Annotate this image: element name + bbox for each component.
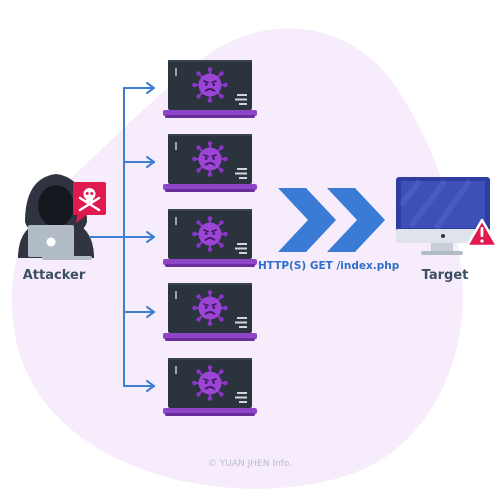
infected-laptop-5	[163, 358, 257, 416]
arrowhead-5	[146, 380, 155, 392]
attack-distribution-arrows	[89, 82, 155, 392]
infected-laptop-4	[163, 283, 257, 341]
arrowhead-2	[146, 156, 155, 168]
warning-triangle-icon	[465, 218, 499, 248]
arrowhead-1	[146, 82, 155, 94]
skull-crossbones-icon	[73, 182, 106, 223]
infected-laptop-3	[163, 209, 257, 267]
attacker-label: Attacker	[22, 268, 86, 283]
copyright-footer: © YUAN JHEN Info.	[207, 459, 293, 469]
target-label: Target	[421, 268, 469, 283]
double-chevron-right-icon	[278, 188, 385, 252]
desktop-monitor-icon	[396, 177, 490, 255]
hooded-hacker-icon	[18, 174, 94, 260]
arrowhead-3	[146, 231, 155, 243]
request-label: HTTP(S) GET /index.php	[258, 260, 400, 272]
arrowhead-4	[146, 306, 155, 318]
infected-laptop-2	[163, 134, 257, 192]
infected-laptop-1	[163, 60, 257, 118]
